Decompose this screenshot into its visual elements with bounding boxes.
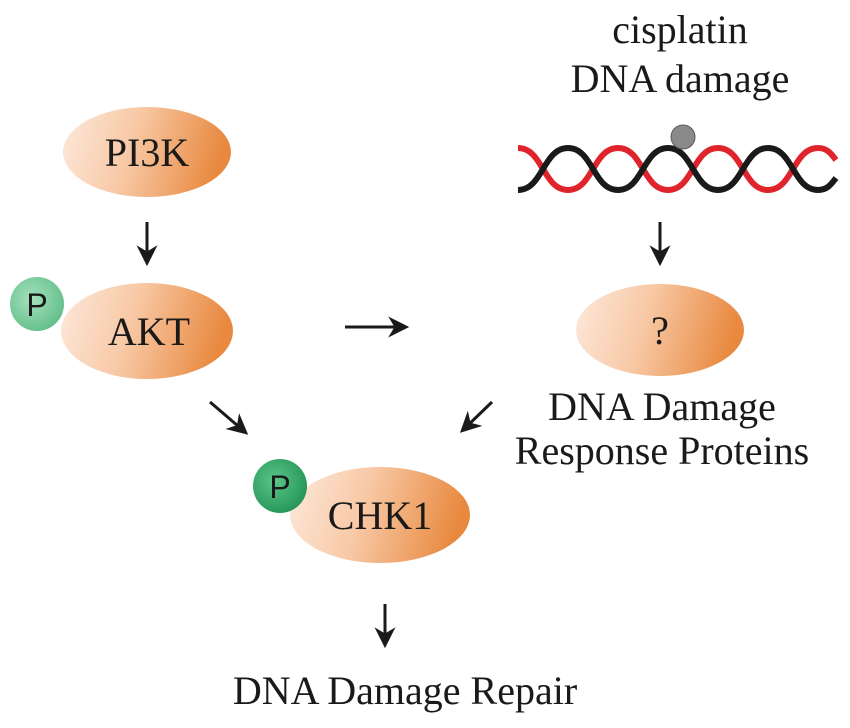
chk1-phospho-badge: P [253,459,307,513]
ddr-label-line2: Response Proteins [515,428,809,473]
chk1-label: CHK1 [328,493,432,538]
chk1-phospho-label: P [269,469,290,505]
dna-helix [517,124,839,194]
arrow-akt-to-chk1 [209,400,249,435]
pi3k-label: PI3K [105,130,190,175]
ddr-label-line1: DNA Damage [548,384,776,429]
cisplatin-adduct-icon [670,124,696,150]
dna-damage-label: DNA damage [571,56,790,101]
dna-strand-black [517,144,839,194]
chk1-node: CHK1 [290,467,470,563]
unknown-label: ? [651,308,669,353]
akt-phospho-label: P [26,287,47,323]
dna-damage-repair-label: DNA Damage Repair [233,668,577,713]
dna-strand-red [517,144,839,194]
arrow-ddr-to-chk1 [459,400,494,433]
cisplatin-label: cisplatin [612,7,748,52]
akt-node: AKT [61,283,233,379]
akt-phospho-badge: P [10,277,64,331]
akt-label: AKT [108,309,190,354]
pi3k-node: PI3K [63,107,231,197]
unknown-node: ? [576,284,744,376]
